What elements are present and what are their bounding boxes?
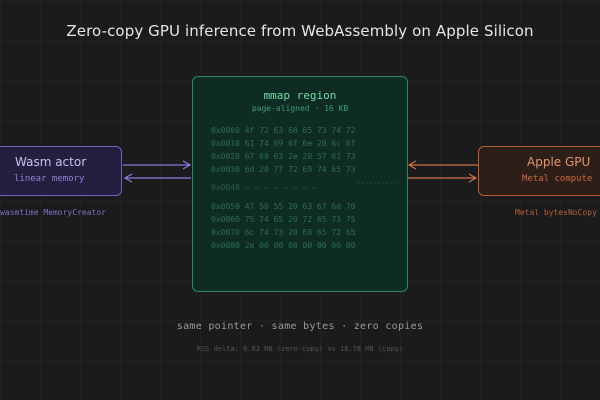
hex-row: 0x0020 67 69 63 2e 20 57 61 73: [211, 152, 356, 161]
apple-gpu-box: [478, 146, 600, 196]
hex-row: 0x0050 47 50 55 20 63 6f 6d 70: [211, 202, 356, 211]
wasm-to-mmap-arrow: [123, 160, 192, 170]
apple-gpu-subtitle: Metal compute: [522, 174, 593, 184]
mmap-region-subtitle: page-aligned · 16 KB: [251, 104, 349, 113]
footer-rss-delta: RSS delta: 0.03 MB (zero-copy) vs 16.78 …: [196, 345, 404, 353]
wasm-actor-box: [0, 146, 122, 196]
hex-divider-row: 0x0040 — — — — — — — —: [211, 183, 317, 192]
wasm-actor-title: Wasm actor: [15, 155, 87, 169]
footer-tagline: same pointer · same bytes · zero copies: [176, 321, 424, 332]
wasm-actor-caption: wasmtime MemoryCreator: [0, 208, 106, 217]
gpu-to-mmap-arrow: [407, 160, 478, 170]
hex-row: 0x0080 2e 00 00 00 00 00 00 00: [211, 241, 356, 250]
mmap-region-title: mmap region: [263, 89, 337, 102]
hex-row: 0x0010 61 74 69 6f 6e 20 6c 6f: [211, 139, 356, 148]
wasm-actor-subtitle: linear memory: [14, 174, 85, 184]
hex-row: 0x0030 6d 20 77 72 69 74 65 73: [211, 165, 356, 174]
apple-gpu-caption: Metal bytesNoCopy: [515, 208, 597, 217]
apple-gpu-title: Apple GPU: [527, 155, 591, 169]
mmap-to-gpu-arrow: [408, 173, 478, 183]
mmap-region-box: [192, 76, 408, 292]
hex-row: 0x0060 75 74 65 20 72 65 73 75: [211, 215, 356, 224]
hex-row: 0x0000 4f 72 63 68 65 73 74 72: [211, 126, 356, 135]
mmap-to-wasm-arrow: [123, 173, 191, 183]
hex-row: 0x0070 6c 74 73 20 68 65 72 65: [211, 228, 356, 237]
diagram-title: Zero-copy GPU inference from WebAssembly…: [66, 22, 534, 40]
